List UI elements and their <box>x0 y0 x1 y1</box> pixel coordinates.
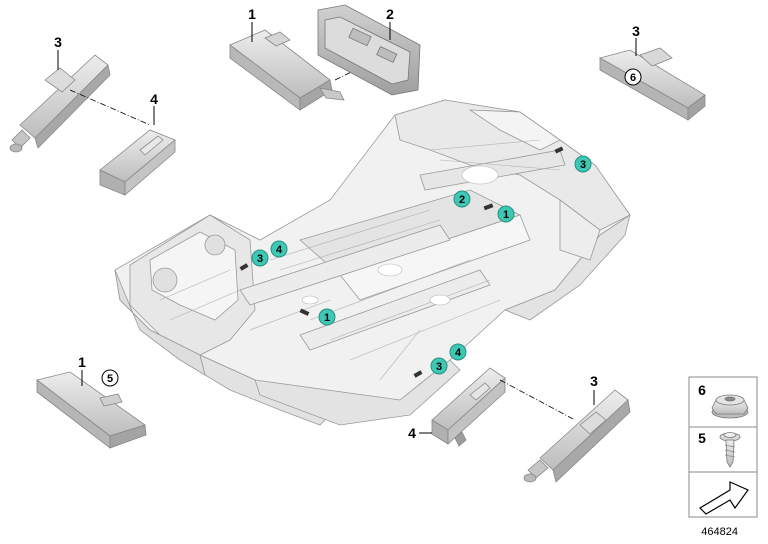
holder-top <box>317 4 421 96</box>
callout-antenna-top-right: 3 <box>632 23 640 39</box>
marker-label: 3 <box>257 253 263 265</box>
vehicle-position-markers: 3 2 1 3 4 1 3 4 <box>251 155 592 375</box>
screw-icon <box>719 432 741 468</box>
dash-line <box>69 89 151 126</box>
direction-arrow-icon <box>699 481 749 515</box>
vehicle-underbody <box>114 99 631 426</box>
marker-label: 3 <box>436 361 442 373</box>
nut-ref-callout: 6 <box>624 68 642 86</box>
bracket-top-left <box>99 129 176 196</box>
installed-part-markers <box>239 146 564 378</box>
module-bottom-left <box>36 371 147 449</box>
marker-4-side: 4 <box>449 343 467 361</box>
legend-nut-number: 6 <box>698 382 706 398</box>
dash-line <box>499 379 576 421</box>
nut-icon <box>711 394 749 419</box>
callout-module-bottom-left: 1 <box>78 354 86 370</box>
marker-3-rear: 3 <box>574 155 592 173</box>
marker-label: 1 <box>324 312 330 324</box>
marker-2-center: 2 <box>453 190 471 208</box>
marker-label: 4 <box>276 244 283 256</box>
marker-1-center: 1 <box>497 205 515 223</box>
callout-bracket-top-left: 4 <box>150 91 158 107</box>
fastener-legend: 6 5 <box>688 376 758 518</box>
legend-screw-number: 5 <box>698 430 706 446</box>
callout-antenna-top-left: 3 <box>54 34 62 50</box>
marker-label: 3 <box>580 159 586 171</box>
reference-number: 464824 <box>701 526 738 538</box>
nut-ref-label: 6 <box>630 72 636 84</box>
callout-antenna-bottom-right: 3 <box>590 373 598 389</box>
callout-holder-top: 2 <box>386 6 394 22</box>
marker-1-front: 1 <box>318 308 336 326</box>
module-top <box>229 29 345 111</box>
antenna-top-left <box>9 54 111 153</box>
marker-label: 4 <box>455 347 462 359</box>
marker-label: 1 <box>503 209 509 221</box>
antenna-top-right <box>598 47 706 121</box>
screw-ref-callout: 5 <box>101 369 119 387</box>
marker-3-front: 3 <box>251 249 269 267</box>
marker-4-front: 4 <box>270 240 288 258</box>
callout-module-top: 1 <box>248 6 256 22</box>
bracket-bottom <box>431 367 506 447</box>
antenna-bottom-right <box>523 389 631 483</box>
screw-ref-label: 5 <box>107 373 113 385</box>
marker-label: 2 <box>459 194 465 206</box>
callout-bracket-bottom: 4 <box>408 425 416 441</box>
marker-3-side: 3 <box>430 357 448 375</box>
